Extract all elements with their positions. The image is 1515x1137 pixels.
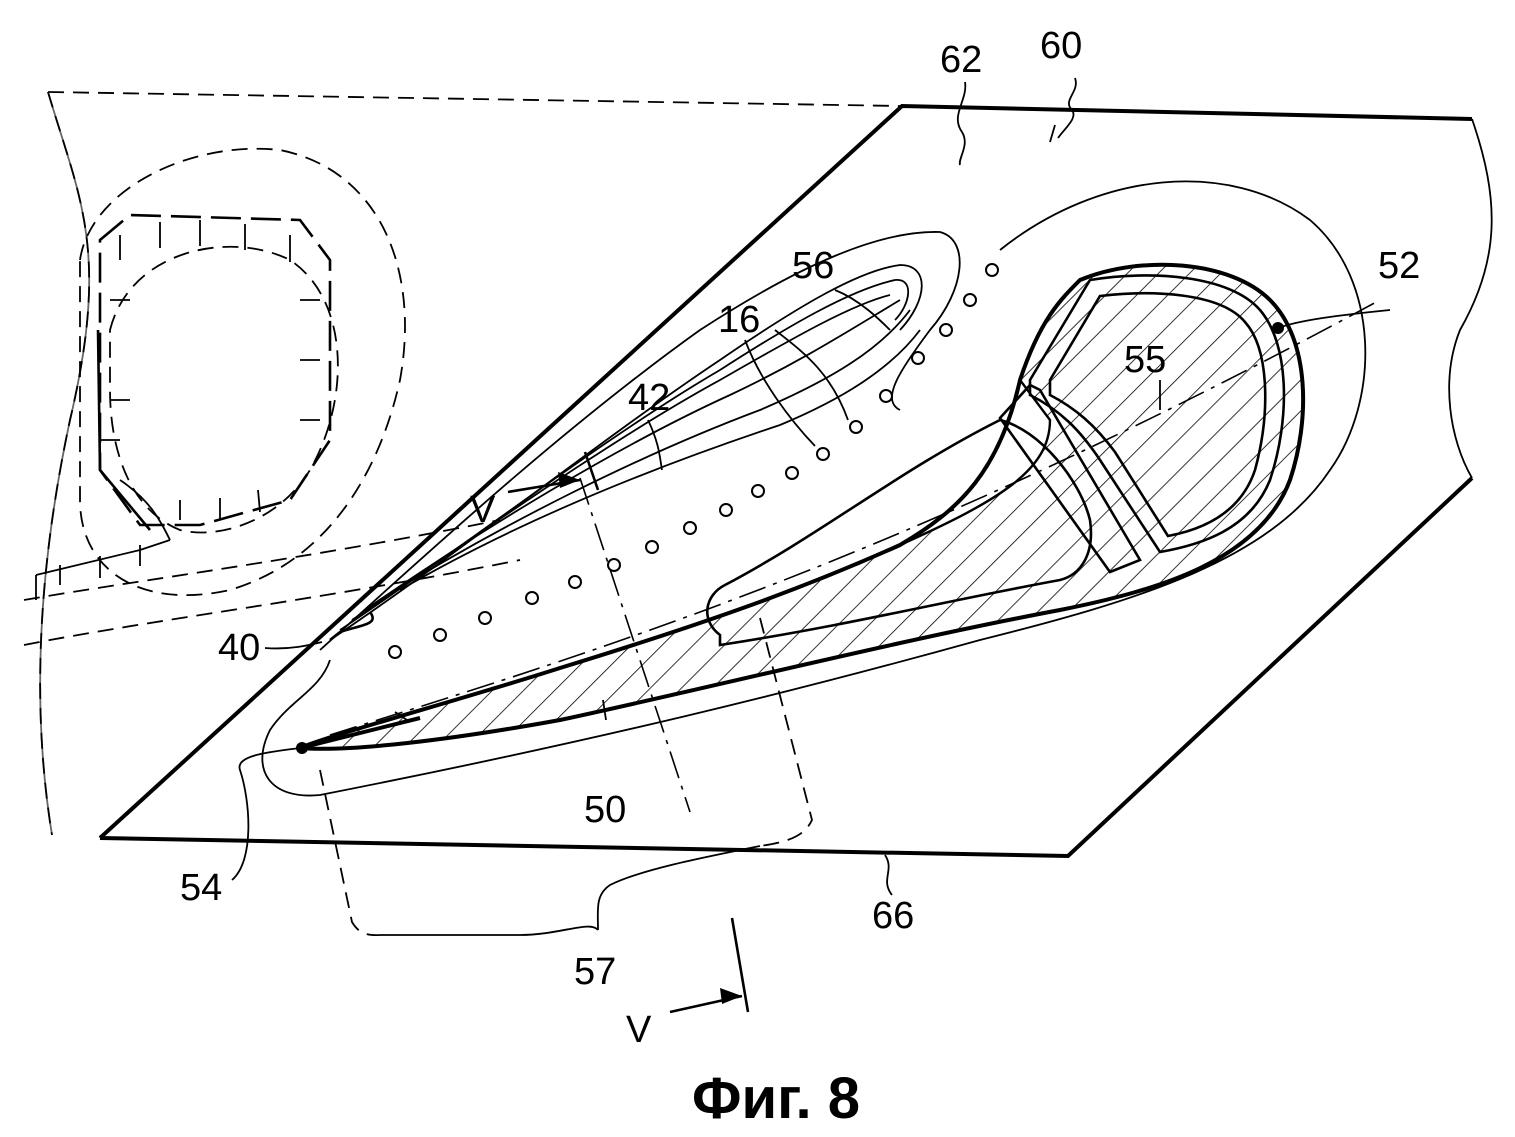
platform-outline xyxy=(23,91,901,836)
label-v-top: V xyxy=(470,489,496,531)
label-57: 57 xyxy=(574,951,616,993)
label-v-bottom: V xyxy=(626,1009,652,1051)
label-50: 50 xyxy=(584,789,626,831)
label-16: 16 xyxy=(718,299,760,341)
blend-lines xyxy=(329,264,923,642)
label-54: 54 xyxy=(180,867,222,909)
label-40: 40 xyxy=(218,627,260,669)
label-56: 56 xyxy=(792,245,834,287)
label-60: 60 xyxy=(1040,25,1082,67)
label-52: 52 xyxy=(1378,245,1420,287)
label-42: 42 xyxy=(628,377,670,419)
label-55: 55 xyxy=(1124,339,1166,381)
section-arrow-bottom xyxy=(669,917,750,1014)
label-66: 66 xyxy=(872,895,914,937)
cooling-holes xyxy=(388,263,999,659)
reference-labels: 60 62 56 16 52 55 42 V 40 50 54 66 57 V … xyxy=(180,25,1420,1131)
label-62: 62 xyxy=(940,39,982,81)
airfoil-section xyxy=(296,262,1306,754)
section-arrow-top xyxy=(507,451,600,494)
fillet-contours xyxy=(261,180,1367,797)
platform-solid xyxy=(98,103,1493,859)
figure-caption: Фиг. 8 xyxy=(692,1066,860,1131)
leader-lines xyxy=(231,77,1391,936)
section-lines xyxy=(319,299,1381,937)
adjacent-blade-dashed xyxy=(35,147,406,600)
